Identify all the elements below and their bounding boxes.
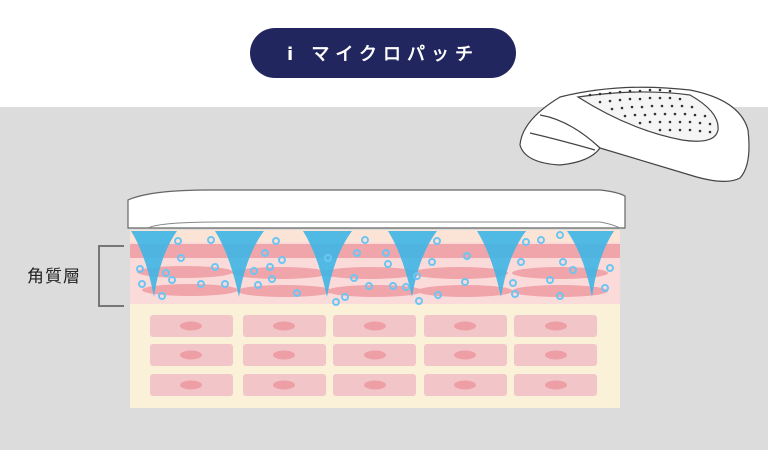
patch-sheet [127,189,626,229]
needle-dots [588,88,712,134]
layer-bracket [98,245,124,307]
cell-grid [150,315,597,396]
hyaluronic-bubbles [136,231,614,306]
corneum-stripes [137,266,608,297]
microneedles [131,231,614,297]
title-text: i マイクロパッチ [286,44,480,65]
microneedle-patch-icon [519,86,750,182]
stratum-corneum-label: 角質層 [27,267,81,287]
title-banner: i マイクロパッチ [250,28,516,78]
